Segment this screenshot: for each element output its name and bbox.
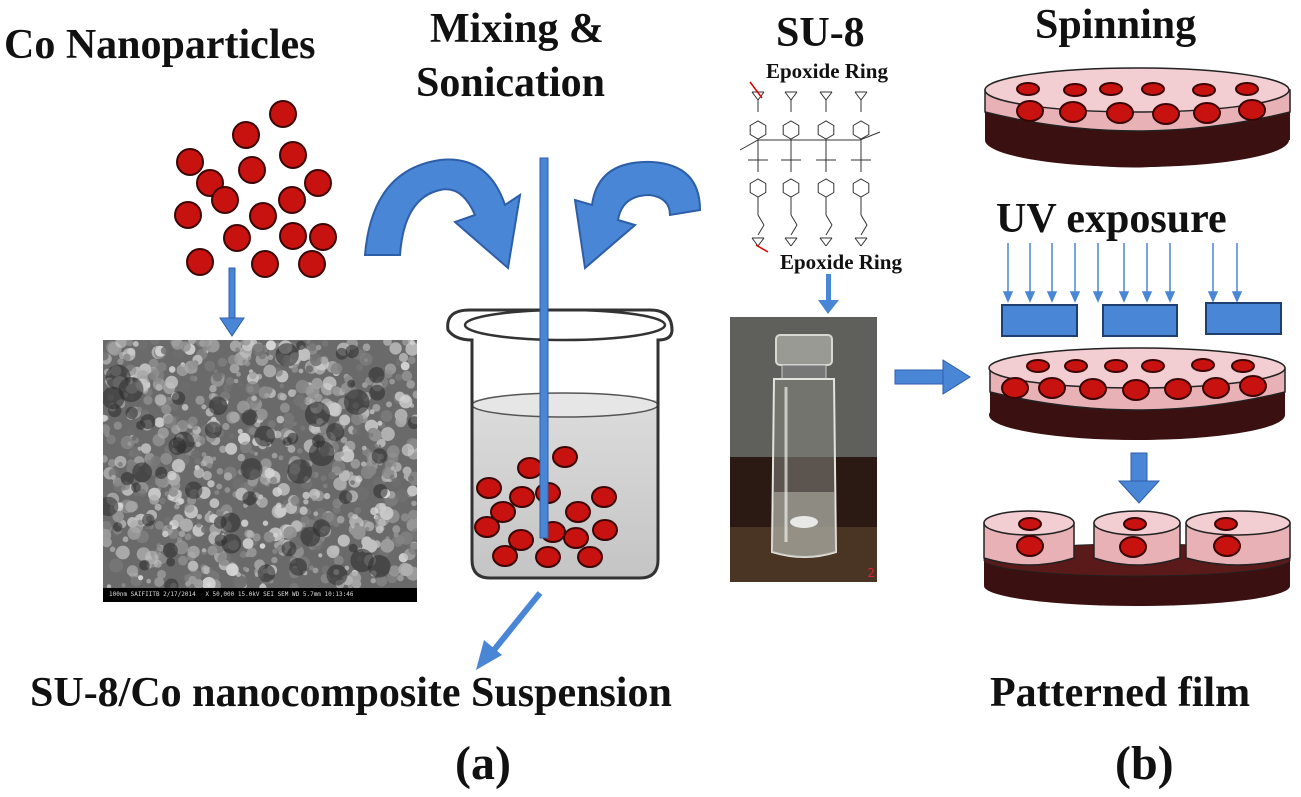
stirring-rod: [539, 157, 549, 539]
exposed-film: [988, 347, 1286, 440]
arrow-to-sem: [219, 267, 245, 337]
mixing-title-line1: Mixing &: [430, 6, 604, 52]
arrow-to-patterned: [1117, 452, 1161, 504]
sem-info-line2: X 50,000 15.0kV SEI SEM WD 5.7mm 10:13:4…: [205, 591, 354, 598]
sem-info-line1: 100nm SAIFIITB 2/17/2014: [109, 591, 196, 598]
sem-info-bar: 100nm SAIFIITB 2/17/2014 X 50,000 15.0kV…: [103, 588, 417, 602]
su8-structure: [739, 81, 881, 253]
sem-micrograph: 100nm SAIFIITB 2/17/2014 X 50,000 15.0kV…: [103, 340, 417, 602]
sem-texture: [103, 340, 417, 593]
suspension-caption: SU-8/Co nanocomposite Suspension: [30, 670, 672, 716]
spinning-film: [984, 67, 1291, 168]
mixing-arrow-right: [573, 160, 702, 270]
arrow-to-suspension: [476, 591, 543, 670]
arrow-to-vial: [818, 274, 839, 314]
mixing-title-line2: Sonication: [416, 60, 606, 106]
uv-rays: [1002, 243, 1243, 303]
su8-title: SU-8: [776, 10, 865, 56]
panel-label-b: (b): [1115, 737, 1174, 790]
spinning-title: Spinning: [1035, 2, 1197, 48]
photomasks: [1001, 302, 1282, 337]
epoxide-ring-label-top: Epoxide Ring: [766, 59, 888, 83]
arrow-to-panel-b: [894, 359, 971, 395]
mixing-arrow-left: [363, 158, 522, 270]
uv-exposure-title: UV exposure: [996, 196, 1227, 242]
patterned-film: [983, 510, 1291, 606]
photo-number: 2: [867, 566, 875, 580]
vial-illustration: [730, 317, 877, 582]
vial-photo: 2: [730, 317, 877, 582]
co-nanoparticle-cluster: [174, 100, 337, 278]
epoxide-ring-label-bottom: Epoxide Ring: [780, 250, 902, 274]
co-nanoparticles-title: Co Nanoparticles: [4, 22, 316, 68]
panel-label-a: (a): [455, 737, 511, 790]
patterned-film-caption: Patterned film: [990, 670, 1251, 716]
